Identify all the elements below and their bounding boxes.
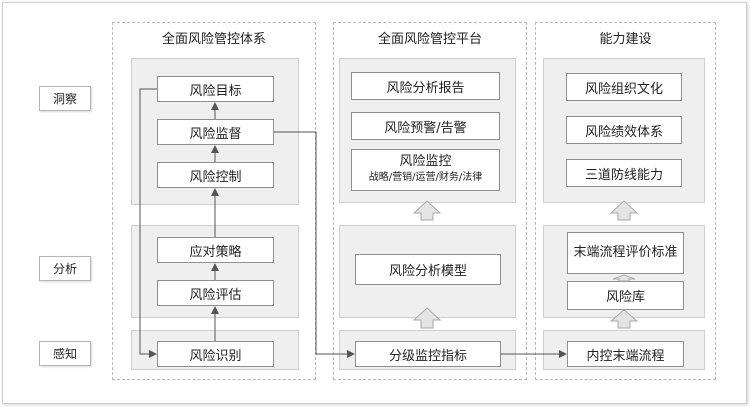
box-risk-control: 风险控制 [157, 162, 274, 188]
block-arrow-indicators-to-model [412, 307, 442, 329]
risk-monitoring-domains: 战略/营销/运营/财务/法律 [368, 172, 483, 183]
column-capability [535, 22, 716, 380]
box-internal-control-process: 内控末端流程 [567, 341, 684, 367]
box-risk-library: 风险库 [567, 281, 684, 310]
block-arrow-process-to-library [609, 309, 639, 329]
box-tiered-monitoring-indicators: 分级监控指标 [355, 341, 501, 367]
column-platform [333, 22, 527, 380]
row-label-perception: 感知 [39, 341, 91, 366]
box-risk-supervision: 风险监督 [157, 119, 274, 145]
box-process-evaluation-standard: 末端流程评价标准 [567, 232, 684, 274]
column-title-capability: 能力建设 [599, 32, 652, 47]
block-arrow-evaluation-to-defense [609, 200, 639, 221]
box-risk-warning: 风险预警/告警 [351, 112, 500, 140]
box-risk-target: 风险目标 [157, 76, 274, 102]
box-risk-performance: 风险绩效体系 [566, 116, 682, 144]
box-three-lines-defense: 三道防线能力 [566, 159, 682, 187]
box-risk-identification: 风险识别 [157, 341, 274, 367]
box-risk-analysis-report: 风险分析报告 [351, 72, 500, 100]
column-title-system: 全面风险管控体系 [161, 32, 266, 47]
box-risk-culture: 风险组织文化 [566, 73, 682, 101]
row-label-analysis: 分析 [39, 256, 91, 281]
box-risk-monitoring: 风险监控 战略/营销/运营/财务/法律 [351, 149, 500, 191]
link-supervision-to-indicators [274, 131, 355, 358]
box-risk-assessment: 风险评估 [157, 280, 274, 306]
row-label-insight: 洞察 [39, 86, 91, 111]
risk-monitoring-title: 风险监控 [399, 154, 452, 169]
block-arrow-library-to-evaluation [612, 274, 636, 282]
column-title-platform: 全面风险管控平台 [377, 32, 482, 47]
box-response-strategy: 应对策略 [157, 237, 274, 263]
loop-target-to-identification [139, 88, 157, 358]
block-arrow-model-to-monitoring [412, 200, 442, 221]
box-risk-analysis-model: 风险分析模型 [355, 254, 501, 285]
